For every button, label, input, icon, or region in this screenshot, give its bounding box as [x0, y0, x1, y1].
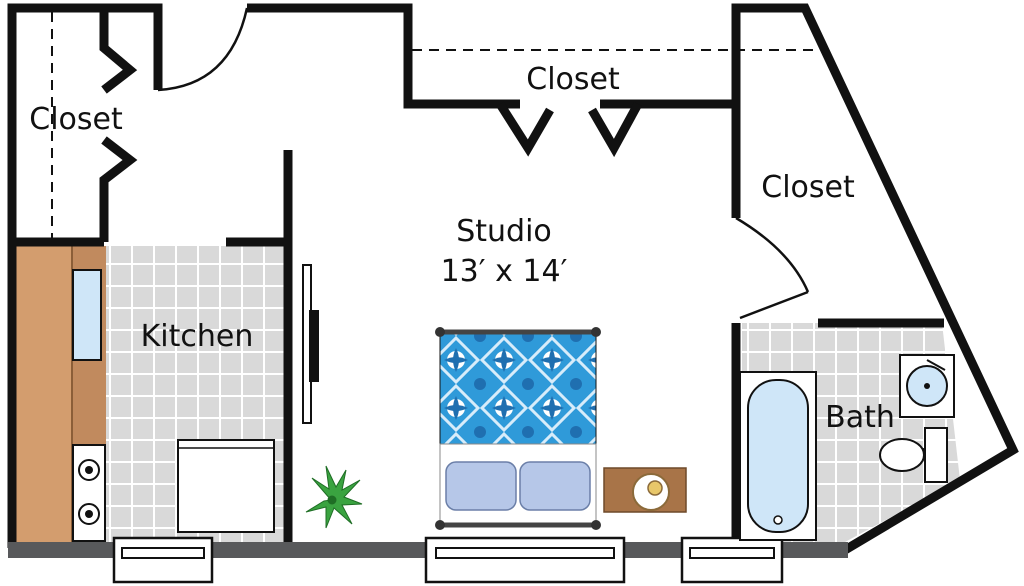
- nightstand-icon: [603, 467, 687, 513]
- bed-icon: [435, 327, 601, 530]
- window-left: [112, 536, 214, 584]
- bath-label: Bath: [825, 400, 895, 435]
- entry-door: [157, 7, 249, 92]
- walls: [7, 3, 1019, 554]
- window-right: [680, 536, 784, 584]
- closet-rods: [51, 12, 820, 240]
- closet-door-right: [735, 216, 810, 320]
- sink-icon: [72, 269, 102, 361]
- potted-plant-icon: [305, 465, 363, 529]
- window-center: [424, 536, 626, 584]
- sink-icon: [899, 354, 955, 418]
- stove-icon: [72, 444, 106, 542]
- toilet-icon: [879, 427, 948, 483]
- refrigerator-icon: [177, 439, 275, 533]
- closet-left-label: Closet: [29, 102, 123, 137]
- kitchen-label: Kitchen: [141, 319, 254, 354]
- closet-right-label: Closet: [761, 170, 855, 205]
- studio-size-label: 13′ x 14′: [441, 254, 568, 289]
- kitchen-counter: [16, 246, 106, 542]
- closet-top-label: Closet: [526, 62, 620, 97]
- tv-icon: [302, 264, 319, 424]
- studio-name-label: Studio: [456, 214, 552, 249]
- bathtub-icon: [739, 371, 817, 541]
